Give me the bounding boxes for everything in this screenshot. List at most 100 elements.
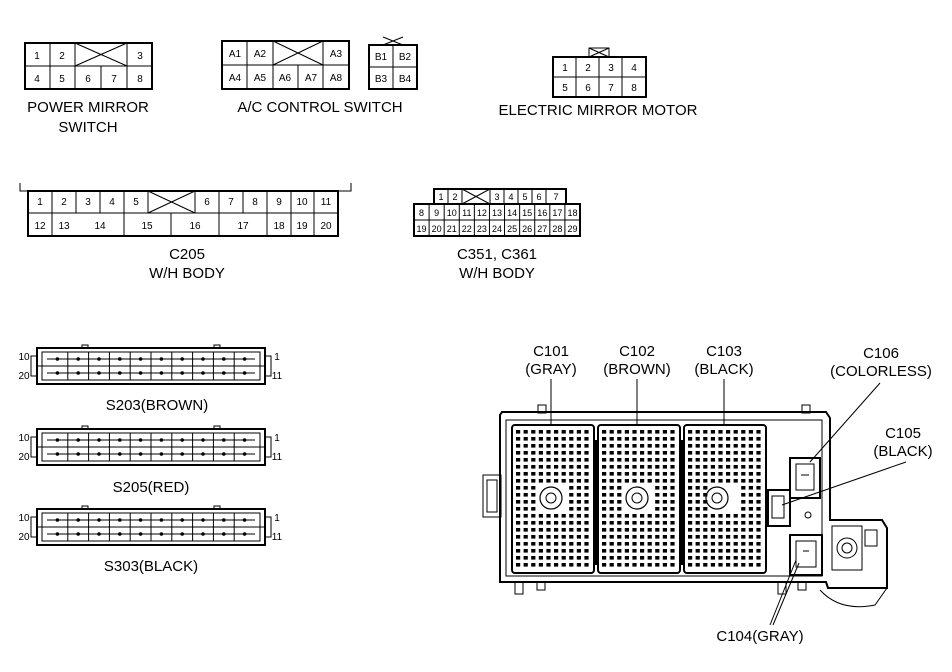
cavity (554, 514, 559, 518)
cavity (569, 549, 574, 553)
cavity (662, 556, 667, 560)
cavity (748, 486, 753, 490)
cavity (609, 493, 614, 497)
cavity (609, 430, 614, 434)
cavity (670, 486, 675, 490)
cavity (569, 444, 574, 448)
cavity (688, 542, 693, 546)
cavity (523, 437, 528, 441)
pin-label: A7 (305, 73, 318, 84)
ac-control-switch-connector-b: B1 B2 B3 B4 (368, 36, 418, 90)
pin-label: 4 (109, 197, 115, 208)
cavity (531, 521, 536, 525)
pin-label: 16 (189, 221, 201, 232)
splice-pin-label: 11 (272, 452, 283, 463)
cavity (569, 451, 574, 455)
cavity (632, 542, 637, 546)
splice-connector-s303 (30, 505, 272, 546)
splice-end-tab (30, 355, 38, 377)
splice-pin-label: 11 (272, 371, 283, 382)
cavity (688, 556, 693, 560)
cavity (662, 563, 667, 567)
cavity (584, 542, 589, 546)
pin-label: 18 (567, 208, 577, 218)
cavity (624, 479, 629, 483)
cavity (695, 479, 700, 483)
cavity (640, 514, 645, 518)
splice-pin-label: 20 (18, 371, 30, 382)
cavity (624, 444, 629, 448)
power-mirror-switch-connector: 1 2 3 4 5 6 7 8 (24, 42, 153, 90)
c106-label: C106 (863, 345, 899, 362)
cavity (602, 472, 607, 476)
cavity (718, 528, 723, 532)
cavity (655, 542, 660, 546)
cavity (703, 458, 708, 462)
splice-pin-label: 10 (18, 352, 30, 363)
cavity (695, 535, 700, 539)
cavity (670, 465, 675, 469)
cavity (561, 458, 566, 462)
cavity (640, 479, 645, 483)
cavity (695, 563, 700, 567)
cavity (609, 500, 614, 504)
cavity (538, 472, 543, 476)
pin-label: 2 (61, 197, 67, 208)
pin-label: 28 (552, 224, 562, 234)
cavity (602, 500, 607, 504)
cavity (710, 465, 715, 469)
cavity (538, 437, 543, 441)
cavity (523, 507, 528, 511)
cavity (602, 465, 607, 469)
cavity (576, 521, 581, 525)
cavity (569, 430, 574, 434)
splice-key (81, 505, 89, 510)
cavity (640, 437, 645, 441)
cavity (584, 437, 589, 441)
cavity (523, 465, 528, 469)
cavity (741, 444, 746, 448)
cavity (602, 528, 607, 532)
cavity (624, 528, 629, 532)
pin-label: 26 (522, 224, 532, 234)
cavity (688, 444, 693, 448)
cavity (531, 493, 536, 497)
cavity (741, 500, 746, 504)
cavity (756, 549, 761, 553)
cavity (569, 486, 574, 490)
cavity (624, 458, 629, 462)
pin-label: A8 (330, 73, 343, 84)
cavity (662, 514, 667, 518)
cavity (561, 430, 566, 434)
pin-label: 5 (59, 74, 65, 85)
cavity (584, 535, 589, 539)
cavity (576, 430, 581, 434)
cavity (554, 535, 559, 539)
pin-label: 6 (536, 192, 541, 202)
cavity (741, 458, 746, 462)
cavity (733, 563, 738, 567)
splice-end-tab (30, 516, 38, 538)
pin-label: 2 (452, 192, 457, 202)
cavity (523, 493, 528, 497)
cavity (569, 472, 574, 476)
cavity (617, 444, 622, 448)
cavity (670, 556, 675, 560)
cavity (695, 528, 700, 532)
cavity (695, 472, 700, 476)
cavity (576, 451, 581, 455)
cavity (538, 542, 543, 546)
cavity (695, 451, 700, 455)
cavity (741, 465, 746, 469)
cavity (695, 514, 700, 518)
splice-pin-label: 20 (18, 452, 30, 463)
cavity (602, 556, 607, 560)
cavity (617, 500, 622, 504)
cavity (602, 479, 607, 483)
cavity (516, 472, 521, 476)
pin-label: 22 (462, 224, 472, 234)
cavity (554, 458, 559, 462)
cavity (584, 507, 589, 511)
pin-label: 17 (552, 208, 562, 218)
